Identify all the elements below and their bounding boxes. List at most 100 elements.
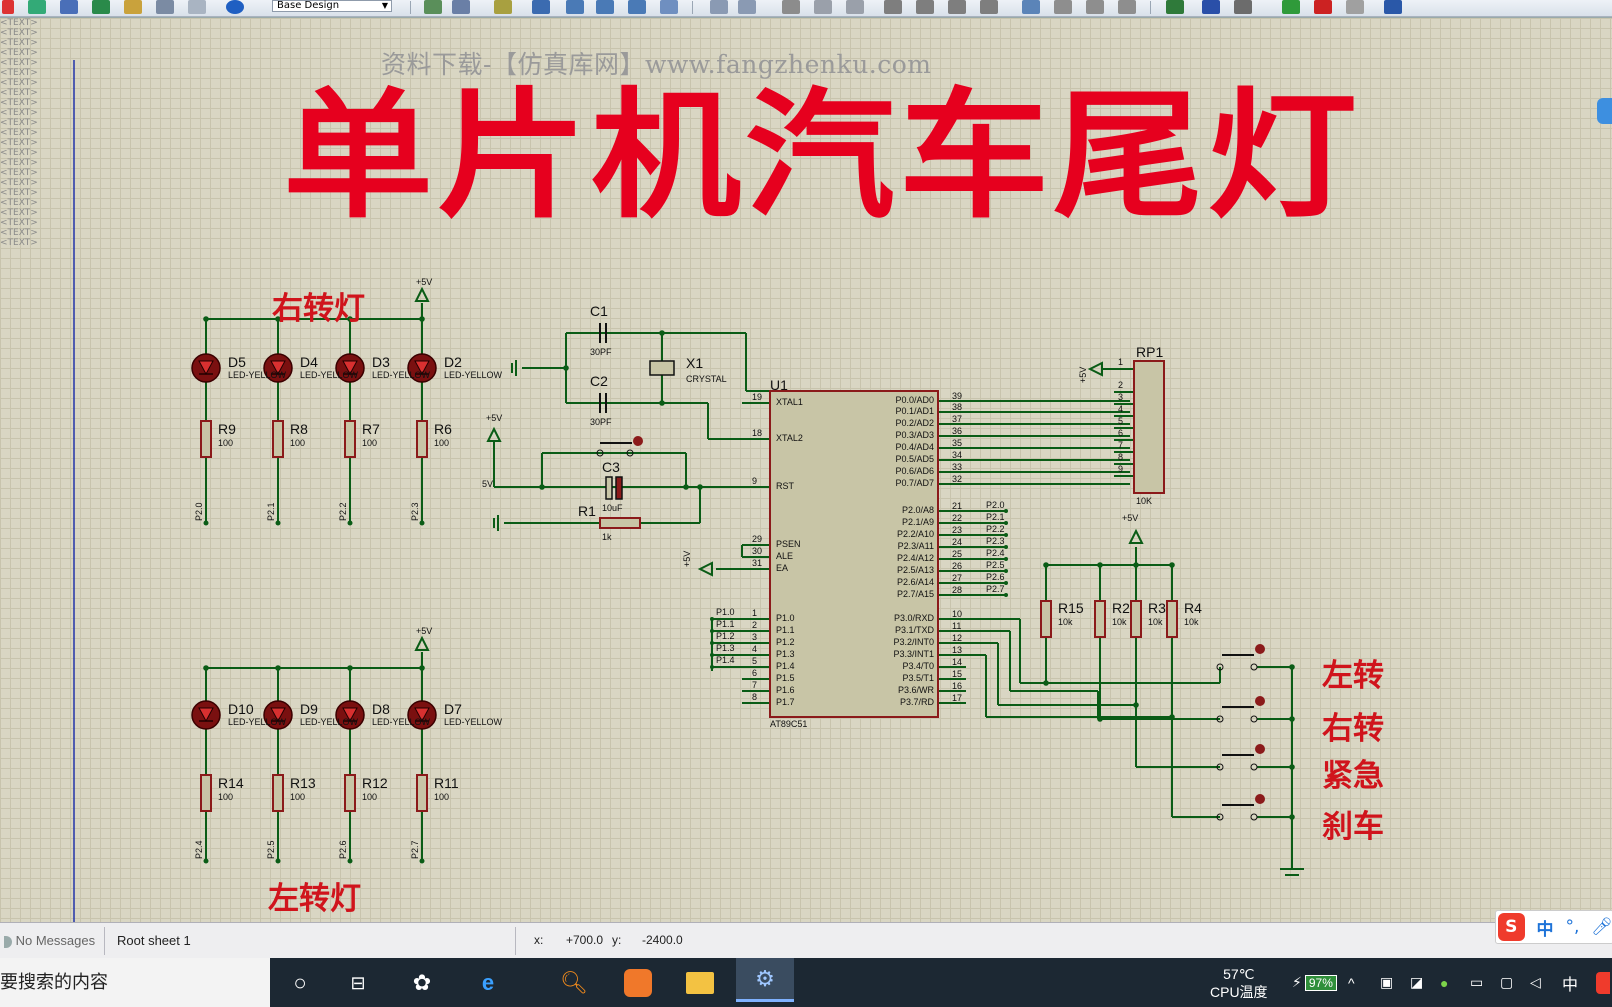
button-knob <box>1255 644 1265 654</box>
x1-text: <TEXT> <box>0 218 38 228</box>
decompose-icon[interactable] <box>1118 0 1136 14</box>
p2-net-label: P2.6 <box>986 572 1005 582</box>
import-icon[interactable] <box>92 0 110 14</box>
redo-icon[interactable] <box>738 0 756 14</box>
wire-autorouter-icon[interactable] <box>1166 0 1184 14</box>
network-icon[interactable]: ▢ <box>1500 974 1514 990</box>
left-bank-net-label: P2.4 <box>194 840 204 859</box>
left-bank-led-text: <TEXT> <box>0 118 38 128</box>
mcu-pin-num: 16 <box>952 681 963 691</box>
tray-app-icon[interactable]: ▣ <box>1380 974 1394 990</box>
design-variant-select[interactable]: Base Design▼ <box>272 0 392 12</box>
ime-toolbar[interactable]: S 中 °, 🎤︎ <box>1495 910 1612 944</box>
mcu-pin-num: 15 <box>952 669 963 679</box>
ime-indicator[interactable]: 中 <box>1562 976 1579 994</box>
open-icon[interactable] <box>28 0 46 14</box>
mcu-pin-name: P1.1 <box>776 625 795 635</box>
origin-icon[interactable] <box>494 0 512 14</box>
block-copy-icon[interactable] <box>884 0 902 14</box>
pick-device-icon[interactable] <box>1022 0 1040 14</box>
button-contact <box>1250 715 1258 723</box>
battery-indicator[interactable]: ⚡︎ 97% <box>1292 958 1337 1007</box>
remove-sheet-icon[interactable] <box>1314 0 1332 14</box>
file-explorer-icon[interactable] <box>682 966 718 1000</box>
cut-icon[interactable] <box>782 0 800 14</box>
notes-icon[interactable] <box>188 0 206 14</box>
taskbar-search[interactable]: 要搜索的内容 <box>0 958 270 1007</box>
block-move-icon[interactable] <box>916 0 934 14</box>
browser-app-icon[interactable] <box>620 966 656 1000</box>
button-knob <box>1255 696 1265 706</box>
sogou-icon: S <box>1498 913 1525 941</box>
task-view-icon[interactable]: ⊟ <box>350 972 366 993</box>
button-contact <box>1216 763 1224 771</box>
left-bank-res-value: 100 <box>434 792 450 802</box>
tray-status-icon[interactable]: ● <box>1440 974 1449 991</box>
netlist-icon[interactable] <box>1384 0 1402 14</box>
left-bank-led-text: <TEXT> <box>0 158 38 168</box>
cortana-icon[interactable]: ○ <box>293 970 307 995</box>
grid-icon[interactable] <box>452 0 470 14</box>
save-icon[interactable] <box>60 0 78 14</box>
zoom-area-icon[interactable] <box>660 0 678 14</box>
undo-icon[interactable] <box>710 0 728 14</box>
power-icon[interactable]: ▭ <box>1470 974 1484 990</box>
microphone-icon[interactable]: 🎤︎ <box>1591 917 1612 937</box>
mcu-pin-num: 19 <box>752 392 763 402</box>
p2-net-label: P2.4 <box>986 548 1005 558</box>
left-bank-led-text: <TEXT> <box>0 98 38 108</box>
right-bank-pin-end <box>347 520 353 526</box>
paste-icon[interactable] <box>846 0 864 14</box>
new-icon[interactable] <box>2 0 14 14</box>
messages-status[interactable]: No Messages <box>4 933 95 948</box>
sogou-tray-icon[interactable] <box>1596 958 1610 1007</box>
left-bank-led-ref: D7 <box>444 701 462 717</box>
mcu-pin-num: 24 <box>952 537 963 547</box>
p1-net-end <box>710 665 714 669</box>
right-bank-led-text: <TEXT> <box>0 38 38 48</box>
ime-punct[interactable]: °, <box>1565 917 1580 937</box>
property-tool-icon[interactable] <box>1234 0 1252 14</box>
zoom-in-icon[interactable] <box>566 0 584 14</box>
ime-lang[interactable]: 中 <box>1536 919 1554 940</box>
buttons-vcc-arrow <box>1128 528 1144 544</box>
search-tag-icon[interactable] <box>1202 0 1220 14</box>
make-device-icon[interactable] <box>1054 0 1072 14</box>
block-rotate-icon[interactable] <box>948 0 966 14</box>
bom-icon[interactable] <box>124 0 142 14</box>
ie-browser-icon[interactable]: e <box>481 970 495 995</box>
pullup-res-1 <box>1094 600 1106 638</box>
block-delete-icon[interactable] <box>980 0 998 14</box>
pan-icon[interactable] <box>532 0 550 14</box>
tray-app-icon-2[interactable]: ◪ <box>1410 974 1424 990</box>
right-bank-res-text: <TEXT> <box>0 68 38 78</box>
packaging-icon[interactable] <box>1086 0 1104 14</box>
c3-plate-a <box>605 476 613 500</box>
mcu-pin-num: 21 <box>952 501 963 511</box>
schematic-canvas[interactable]: 资料下载-【仿真库网】www.fangzhenku.com 单片机汽车尾灯 右转… <box>0 17 1612 923</box>
exit-parent-icon[interactable] <box>1346 0 1364 14</box>
chevron-up-icon[interactable]: ^ <box>1348 974 1355 991</box>
info-icon[interactable] <box>226 0 244 14</box>
copy-icon[interactable] <box>814 0 832 14</box>
left-bank-res-text: <TEXT> <box>0 168 38 178</box>
search-app-icon[interactable]: 🔍︎ <box>560 970 588 995</box>
pullup-ref: R4 <box>1184 600 1202 616</box>
refresh-icon[interactable] <box>424 0 442 14</box>
button-label-left: 左转 <box>1322 658 1384 694</box>
zoom-out-icon[interactable] <box>596 0 614 14</box>
c2-ref: C2 <box>590 373 608 389</box>
left-bank-led-text: <TEXT> <box>0 138 38 148</box>
side-float-button[interactable] <box>1597 98 1612 124</box>
mcu-pin-num: 10 <box>952 609 963 619</box>
mcu-pin-name: P3.6/WR <box>897 685 934 695</box>
volume-icon[interactable]: ◁ <box>1530 974 1541 990</box>
report-icon[interactable] <box>156 0 174 14</box>
search-placeholder: 要搜索的内容 <box>0 972 108 992</box>
new-sheet-icon[interactable] <box>1282 0 1300 14</box>
right-bank-led-text: <TEXT> <box>0 58 38 68</box>
proteus-app-icon[interactable]: ⚙ <box>736 958 794 1002</box>
mcu-pin-name: XTAL2 <box>776 433 803 443</box>
app-pinwheel-icon[interactable]: ✿ <box>412 970 432 995</box>
zoom-all-icon[interactable] <box>628 0 646 14</box>
